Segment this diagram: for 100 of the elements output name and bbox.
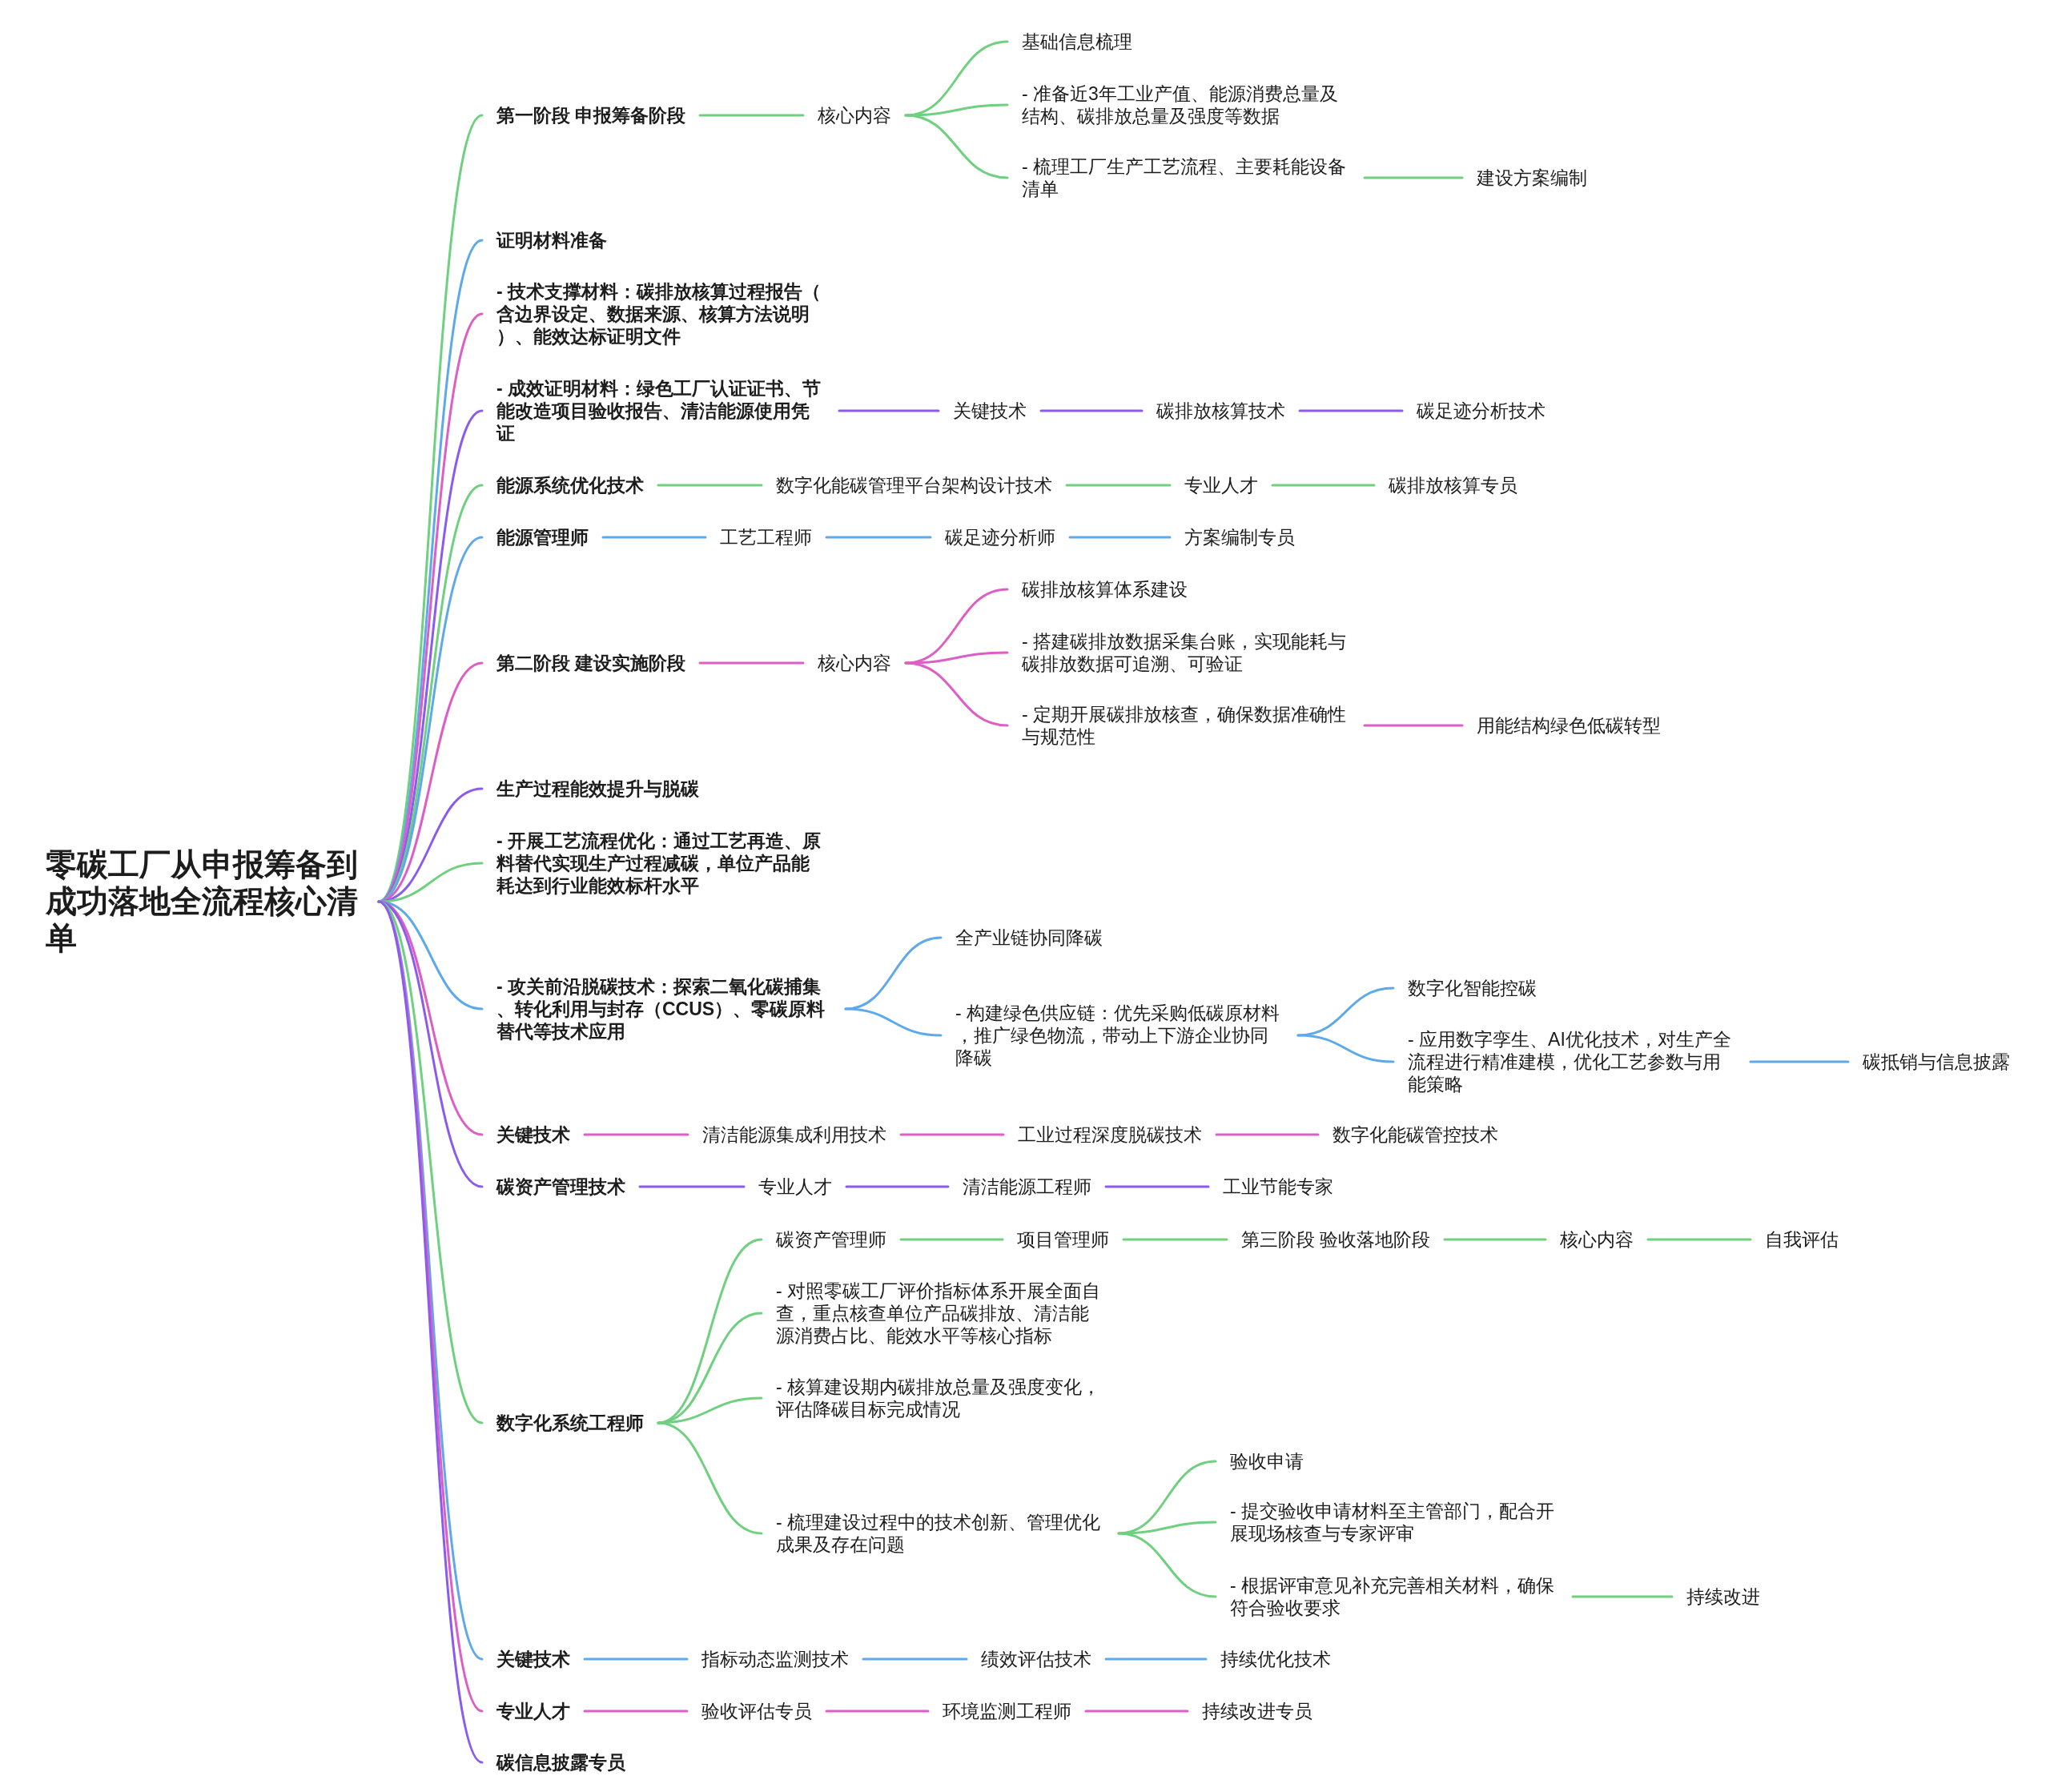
branch-line [1646,1238,1752,1241]
subtopic: - 定期开展碳排放核查，确保数据准确性与规范性 [1007,703,1365,748]
branch-line [1571,1595,1674,1598]
subtopic: 碳排放核算体系建设 [1007,578,1202,601]
subtopic: 关键技术 [939,400,1041,422]
subtopic: - 搭建碳排放数据采集台账，实现能耗与碳排放数据可追溯、可验证 [1007,630,1365,675]
branch-topic: 证明材料准备 [482,229,621,251]
branch-line [1104,1657,1208,1661]
branch-line [698,114,805,117]
branch-line [899,1133,1005,1136]
subtopic: 碳排放核算专员 [1374,474,1532,496]
subtopic: 工艺工程师 [705,526,826,548]
branch-topic: 专业人才 [482,1700,585,1722]
subtopic: 验收申请 [1216,1450,1318,1473]
subtopic: 核心内容 [1546,1228,1648,1251]
subtopic: 专业人才 [744,1175,846,1198]
subtopic: - 梳理工厂生产工艺流程、主要耗能设备清单 [1007,155,1365,200]
subtopic: 持续改进 [1672,1585,1775,1608]
subtopic: 第三阶段 验收落地阶段 [1227,1228,1445,1251]
subtopic: - 根据评审意见补充完善相关材料，确保符合验收要求 [1216,1574,1573,1619]
subtopic: 数字化能碳管控技术 [1318,1123,1513,1146]
branch-line [1296,986,1395,1037]
subtopic: - 准备近3年工业产值、能源消费总量及结构、碳排放总量及强度等数据 [1007,82,1365,127]
subtopic: 碳抵销与信息披露 [1848,1051,2024,1073]
branch-topic: 关键技术 [482,1648,585,1670]
branch-line [1298,409,1404,412]
subtopic: 环境监测工程师 [928,1700,1086,1722]
subtopic: 用能结构绿色低碳转型 [1462,714,1675,737]
branch-line [1104,1185,1210,1188]
branch-line [1065,484,1172,487]
branch-line [1084,1710,1189,1713]
subtopic: 方案编制专员 [1170,526,1309,548]
subtopic: 自我评估 [1751,1228,1853,1251]
subtopic: 数字化能碳管理平台架构设计技术 [762,474,1067,496]
branch-line [698,661,805,665]
branch-topic: 第二阶段 建设实施阶段 [482,652,701,674]
branch-line [657,484,763,487]
branch-topic: 能源管理师 [482,526,603,548]
branch-line [601,536,707,539]
branch-line [1117,1532,1217,1598]
subtopic: 项目管理师 [1003,1228,1123,1251]
branch-line [825,1710,930,1713]
branch-line [1039,409,1144,412]
branch-line [862,1657,968,1661]
subtopic: 核心内容 [803,104,906,127]
subtopic: - 提交验收申请材料至主管部门，配合开展现场核查与专家评审 [1216,1500,1573,1545]
subtopic: 碳足迹分析技术 [1402,400,1560,422]
subtopic: - 核算建设期内碳排放总量及强度变化，评估降碳目标完成情况 [762,1376,1119,1420]
subtopic: 绩效评估技术 [967,1648,1106,1670]
branch-topic: 数字化系统工程师 [482,1412,658,1434]
branch-line [904,651,1009,665]
branch-line [845,1185,950,1188]
branch-line [583,1710,689,1713]
branch-line [1443,1238,1547,1241]
branch-line [838,409,940,412]
branch-line [844,1007,943,1037]
subtopic: 专业人才 [1170,474,1272,496]
subtopic: 碳足迹分析师 [931,526,1070,548]
branch-topic: - 开展工艺流程优化：通过工艺再造、原料替代实现生产过程减碳，单位产品能耗达到行业能效标杆水平 [482,830,839,897]
branch-line [844,936,943,1011]
branch-topic: 生产过程能效提升与脱碳 [482,777,713,800]
subtopic: 指标动态监测技术 [687,1648,863,1670]
subtopic: 验收评估专员 [687,1700,826,1722]
subtopic: - 构建绿色供应链：优先采购低碳原材料，推广绿色物流，带动上下游企业协同降碳 [941,1002,1298,1069]
subtopic: 工业节能专家 [1208,1175,1348,1198]
subtopic: 碳排放核算技术 [1142,400,1300,422]
branch-topic: 第一阶段 申报筹备阶段 [482,104,701,127]
branch-line [1363,176,1464,179]
subtopic: 清洁能源工程师 [948,1175,1106,1198]
subtopic: 持续优化技术 [1206,1648,1345,1670]
subtopic: 清洁能源集成利用技术 [688,1123,901,1146]
branch-line [904,114,1009,179]
subtopic: 基础信息梳理 [1007,30,1147,53]
branch-line [1363,724,1464,727]
subtopic: 工业过程深度脱碳技术 [1003,1123,1216,1146]
branch-topic: 能源系统优化技术 [482,474,658,496]
branch-line [904,103,1009,117]
subtopic: - 梳理建设过程中的技术创新、管理优化成果及存在问题 [762,1511,1119,1556]
subtopic: 碳资产管理师 [762,1228,901,1251]
subtopic: 建设方案编制 [1462,167,1602,189]
branch-line [1122,1238,1228,1241]
branch-line [899,1238,1004,1241]
branch-line [1749,1060,1850,1063]
branch-topic: 关键技术 [482,1123,585,1146]
branch-topic: - 成效证明材料：绿色工厂认证证书、节能改造项目验收报告、清洁能源使用凭证 [482,377,839,444]
branch-topic: - 技术支撑材料：碳排放核算过程报告（含边界设定、数据来源、核算方法说明）、能效达标证明文件 [482,280,839,348]
central-topic: 零碳工厂从申报筹备到成功落地全流程核心清单 [46,846,379,957]
branch-line [583,1133,689,1136]
branch-topic: 碳资产管理技术 [482,1175,640,1198]
branch-line [638,1185,746,1188]
branch-line [657,1396,763,1424]
subtopic: 数字化智能控碳 [1393,977,1551,999]
branch-line [904,661,1009,727]
branch-line [825,536,932,539]
subtopic: 核心内容 [803,652,906,674]
branch-line [583,1657,689,1661]
branch-line [1068,536,1172,539]
subtopic: 持续改进专员 [1188,1700,1327,1722]
subtopic: 全产业链协同降碳 [941,926,1117,949]
branch-line [1215,1133,1320,1136]
